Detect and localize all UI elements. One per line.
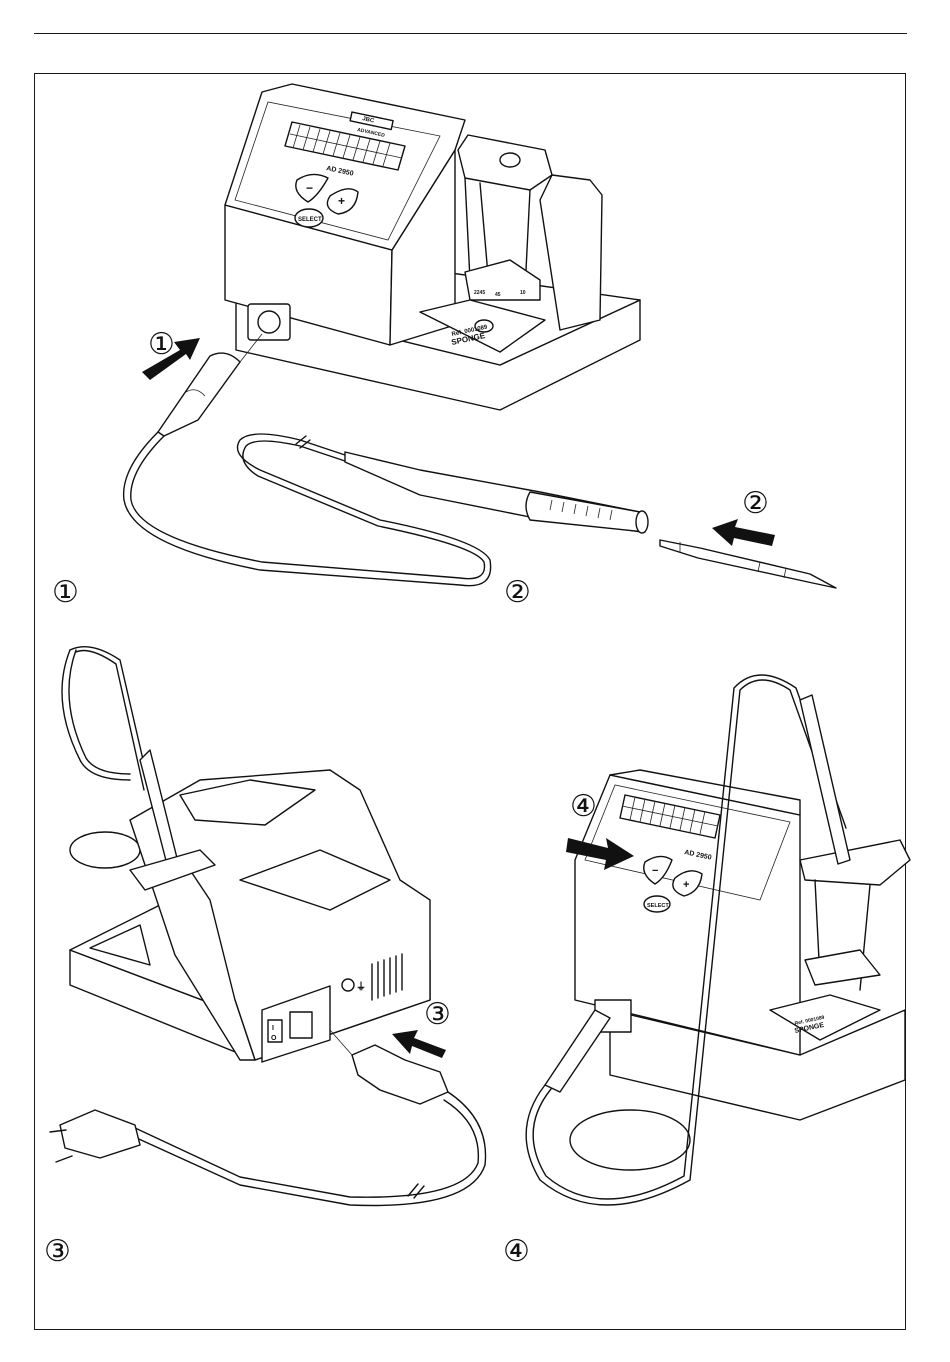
front-select-label: SELECT — [647, 903, 669, 909]
step-1-caption: ① — [52, 578, 79, 608]
step-2-caption: ② — [504, 578, 531, 608]
cartridge-tip — [660, 540, 836, 588]
station-top: JBC ADVANCED AD 2950 − + SELECT 2245 45 … — [225, 84, 640, 410]
handle-socket — [248, 304, 290, 340]
ground-screw — [342, 979, 354, 991]
insert-arrow-2 — [712, 519, 775, 546]
schuko-plug — [60, 1110, 140, 1158]
front-plus-label: + — [683, 879, 689, 891]
step-3-caption: ③ — [44, 1237, 71, 1267]
holder-cradle — [458, 135, 552, 190]
step-2-arrow-label: ② — [742, 489, 769, 519]
power-switch-off: O — [271, 1035, 277, 1042]
insert-arrow-3 — [392, 1030, 446, 1058]
front-minus-label: − — [652, 865, 658, 877]
inlet-guide-line — [330, 1030, 352, 1055]
front-cradle — [800, 840, 910, 885]
cable-connector — [158, 353, 240, 436]
tip-mark-3: 10 — [520, 290, 526, 296]
front-handle — [800, 695, 850, 864]
select-button-label: SELECT — [298, 217, 322, 223]
handle-thread — [636, 511, 648, 533]
cord-break-mark — [408, 1184, 424, 1198]
tip-mark-2: 45 — [495, 292, 501, 298]
station-front: AD 2950 − + SELECT Ref. 0001089 SPONGE — [575, 770, 910, 1120]
power-switch-on: I — [272, 1025, 274, 1032]
iec-inlet — [290, 1012, 312, 1038]
minus-button-label: − — [306, 181, 313, 195]
front-tip-holder — [805, 950, 880, 985]
station-rear: I O ⏚ — [62, 647, 430, 1062]
step-4-arrow-label: ④ — [570, 792, 597, 822]
front-connector — [545, 1010, 610, 1092]
step-1-arrow-label: ① — [148, 330, 175, 360]
ground-symbol: ⏚ — [356, 981, 366, 993]
soldering-handle — [345, 452, 648, 533]
tip-mark-1: 2245 — [474, 290, 485, 296]
cable-loop-3 — [62, 650, 130, 780]
cable-coil-3 — [70, 832, 140, 868]
step-4-caption: ④ — [503, 1237, 530, 1267]
front-cable-coil — [570, 1110, 690, 1170]
handle-grip — [526, 492, 645, 532]
plus-button-label: + — [338, 194, 345, 208]
step-3-arrow-label: ③ — [424, 1000, 451, 1030]
